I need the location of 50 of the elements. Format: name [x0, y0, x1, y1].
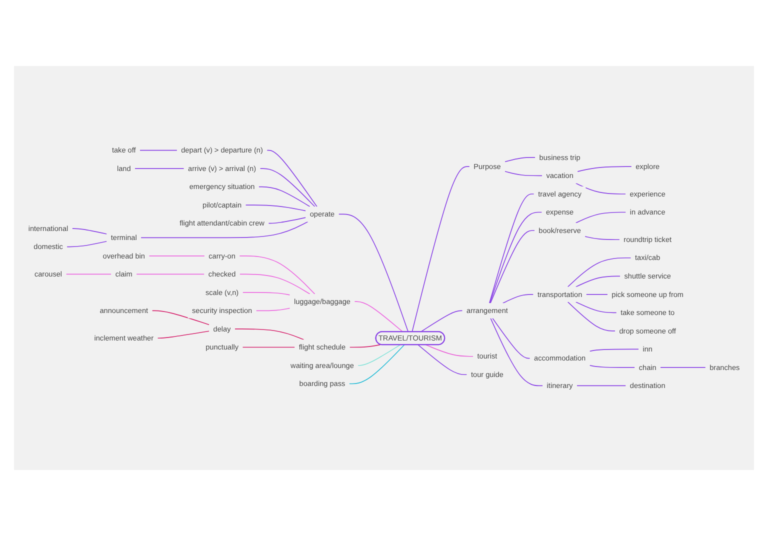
connector [338, 214, 409, 332]
connector [660, 367, 706, 368]
connector [567, 257, 632, 288]
connector [420, 310, 463, 332]
connector [140, 150, 178, 151]
connector [490, 318, 544, 386]
connector [589, 348, 639, 352]
connector [260, 168, 316, 208]
connector [576, 385, 626, 386]
connector [348, 344, 405, 384]
connector [157, 330, 210, 339]
connector [152, 310, 210, 326]
connector [258, 186, 310, 208]
connector [266, 150, 318, 208]
connector [418, 344, 468, 376]
connector [268, 217, 306, 224]
connector [502, 294, 534, 304]
connector [575, 212, 626, 224]
connector [412, 166, 470, 332]
connector [239, 256, 316, 294]
connector [245, 204, 306, 212]
connector [492, 318, 530, 359]
connector [577, 166, 632, 172]
connector [242, 346, 296, 348]
connector [575, 276, 620, 288]
connector [242, 292, 290, 296]
connector [256, 308, 290, 312]
connector [234, 328, 304, 340]
connector [586, 294, 608, 295]
connector [504, 170, 542, 176]
connector [72, 228, 108, 234]
connector [575, 302, 617, 314]
connector [504, 157, 536, 162]
connector [354, 301, 404, 332]
connector [349, 344, 382, 348]
connector [239, 274, 310, 294]
connector [575, 182, 626, 194]
connector [489, 212, 542, 304]
connector [490, 230, 535, 304]
connector [567, 302, 616, 332]
connector [584, 236, 620, 240]
connector [358, 344, 401, 366]
connector [426, 344, 474, 357]
connector [66, 240, 108, 248]
connector [488, 194, 534, 304]
connector [136, 274, 205, 275]
connector [589, 364, 636, 368]
connector [66, 274, 112, 275]
connector [140, 221, 308, 238]
connector [134, 168, 184, 169]
